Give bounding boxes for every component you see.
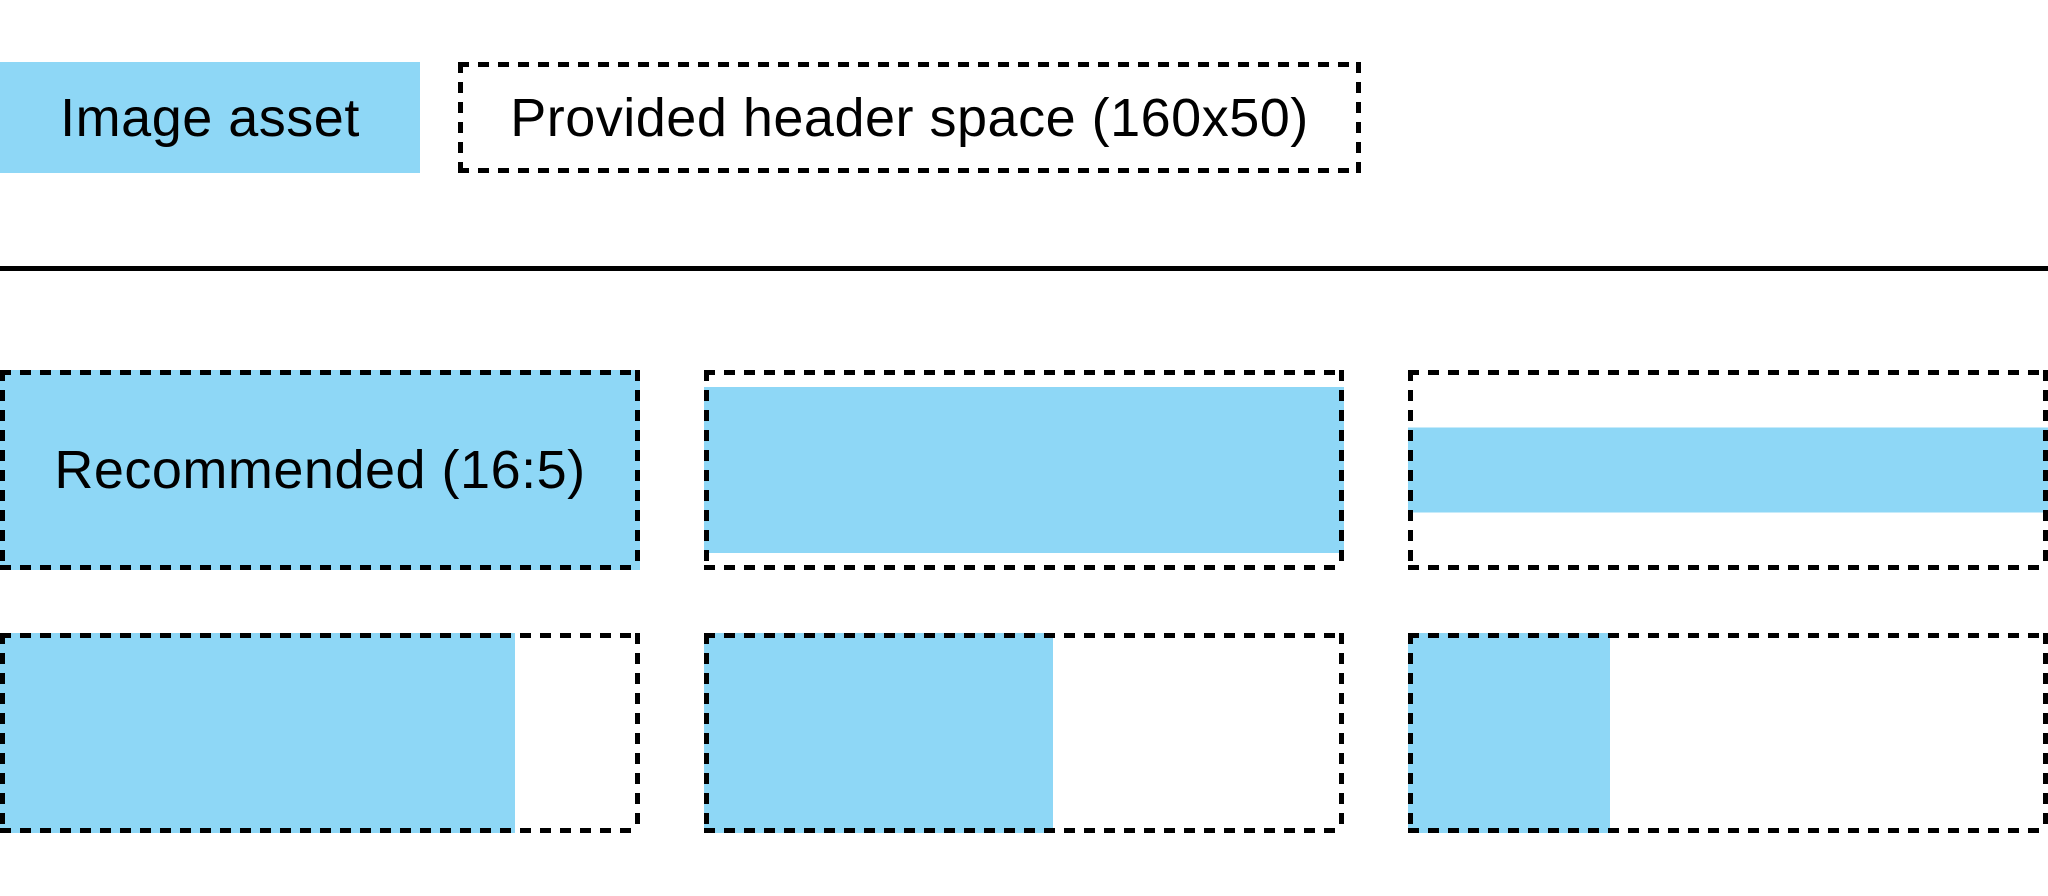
image-fill	[1408, 633, 1610, 833]
demo-box-extra-wide-asset	[1408, 370, 2048, 570]
demo-box-taller-asset	[704, 633, 1344, 833]
provided-header-space-label: Provided header space (160x50)	[510, 87, 1309, 148]
divider-line	[0, 266, 2048, 271]
provided-header-space-box: Provided header space (160x50)	[458, 62, 1361, 173]
demo-box-tall-asset	[0, 633, 640, 833]
image-fill	[0, 633, 516, 833]
image-asset-swatch: Image asset	[0, 62, 420, 173]
demo-box-recommended: Recommended (16:5)	[0, 370, 640, 570]
recommended-label-wrap: Recommended (16:5)	[0, 370, 640, 570]
demo-box-square-asset	[1408, 633, 2048, 833]
demo-box-wide-asset	[704, 370, 1344, 570]
image-fill	[704, 633, 1053, 833]
image-fill	[1408, 427, 2048, 513]
image-fill	[704, 387, 1344, 553]
image-asset-label: Image asset	[60, 87, 360, 148]
recommended-label: Recommended (16:5)	[54, 440, 586, 500]
image-fill	[0, 370, 640, 570]
